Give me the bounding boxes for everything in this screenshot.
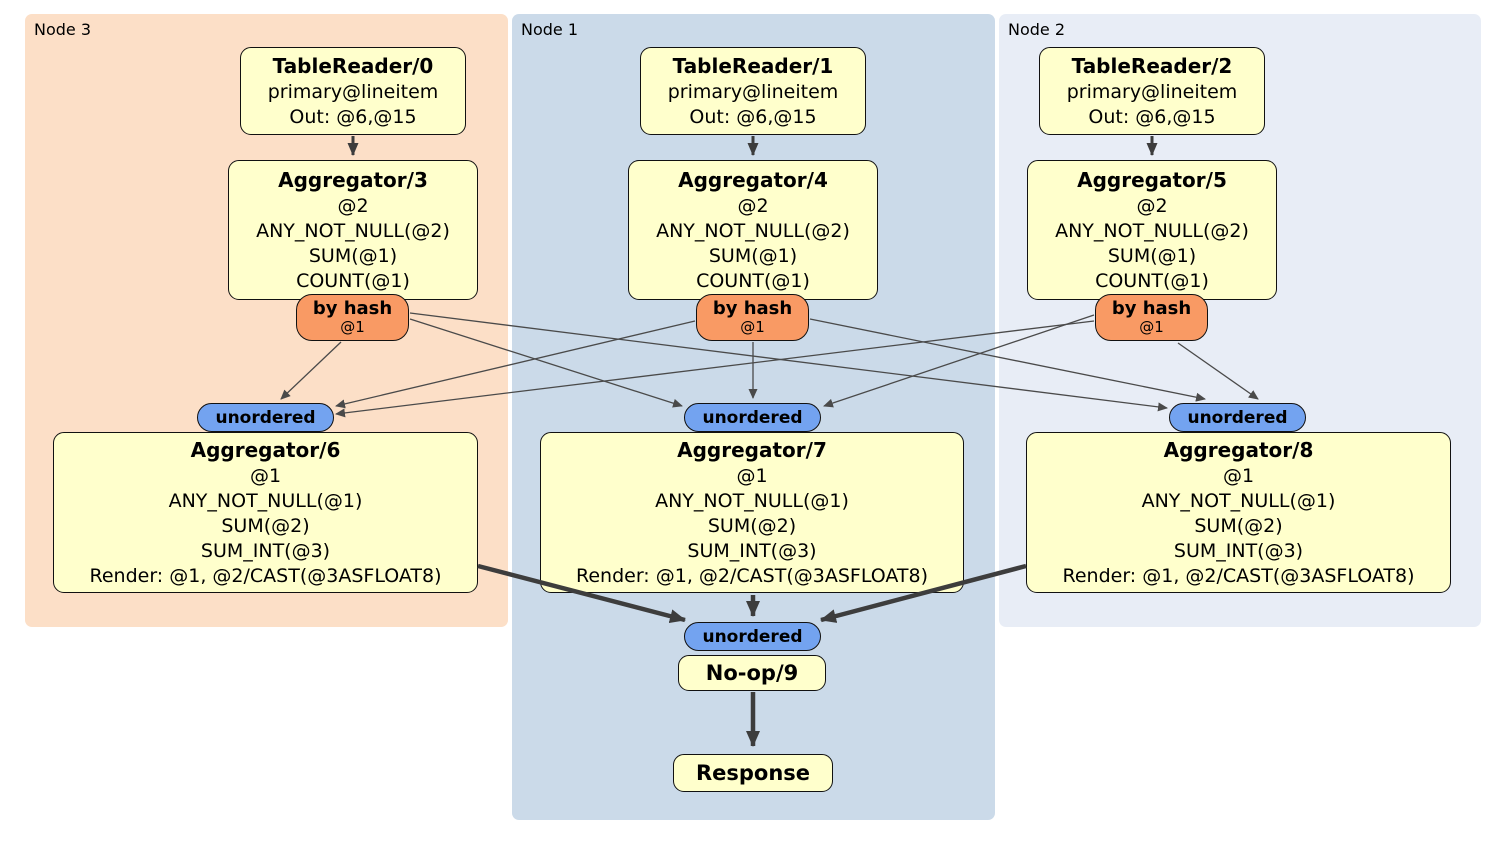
- processor-detail: SUM_INT(@3): [200, 539, 331, 562]
- processor-detail: COUNT(@1): [696, 269, 810, 292]
- processor-tablereader-0: TableReader/0 primary@lineitem Out: @6,@…: [240, 47, 466, 135]
- processor-title: Aggregator/4: [678, 167, 828, 192]
- processor-aggregator-7: Aggregator/7 @1 ANY_NOT_NULL(@1) SUM(@2)…: [540, 432, 964, 593]
- processor-aggregator-5: Aggregator/5 @2 ANY_NOT_NULL(@2) SUM(@1)…: [1027, 160, 1277, 300]
- processor-detail: @2: [337, 194, 369, 217]
- processor-title: Aggregator/8: [1163, 437, 1314, 462]
- processor-detail: ANY_NOT_NULL(@1): [655, 489, 849, 512]
- processor-detail: Render: @1, @2/CAST(@3ASFLOAT8): [576, 564, 928, 587]
- processor-aggregator-4: Aggregator/4 @2 ANY_NOT_NULL(@2) SUM(@1)…: [628, 160, 878, 300]
- processor-detail: ANY_NOT_NULL(@1): [168, 489, 363, 512]
- processor-title: Aggregator/6: [190, 437, 341, 462]
- processor-detail: COUNT(@1): [1095, 269, 1209, 292]
- processor-detail: SUM(@1): [1107, 244, 1197, 267]
- processor-detail: Out: @6,@15: [289, 105, 417, 128]
- region-label-node-1: Node 1: [521, 20, 579, 39]
- processor-title: Aggregator/5: [1077, 167, 1227, 192]
- processor-title: TableReader/2: [1071, 53, 1233, 78]
- sync-unordered-middle: unordered: [684, 403, 821, 432]
- router-label: by hash: [712, 298, 793, 319]
- processor-detail: SUM(@1): [308, 244, 398, 267]
- processor-detail: @2: [1136, 194, 1168, 217]
- router-by-hash-3: by hash @1: [296, 294, 409, 341]
- processor-detail: SUM(@2): [707, 514, 797, 537]
- sync-unordered-left: unordered: [197, 403, 334, 432]
- processor-title: Aggregator/7: [677, 437, 827, 462]
- processor-detail: @1: [249, 464, 282, 487]
- processor-detail: @2: [737, 194, 769, 217]
- processor-title: Response: [695, 760, 811, 785]
- processor-detail: Render: @1, @2/CAST(@3ASFLOAT8): [89, 564, 442, 587]
- processor-detail: Out: @6,@15: [689, 105, 817, 128]
- region-label-node-2: Node 2: [1008, 20, 1066, 39]
- processor-response: Response: [673, 754, 833, 792]
- router-by-hash-5: by hash @1: [1095, 294, 1208, 341]
- processor-detail: SUM_INT(@3): [687, 539, 817, 562]
- router-label: by hash: [1111, 298, 1192, 319]
- processor-detail: SUM_INT(@3): [1173, 539, 1304, 562]
- processor-title: TableReader/1: [672, 53, 834, 78]
- processor-detail: ANY_NOT_NULL(@1): [1141, 489, 1336, 512]
- router-detail: @1: [340, 318, 365, 336]
- processor-title: TableReader/0: [272, 53, 434, 78]
- router-label: by hash: [312, 298, 393, 319]
- sync-unordered-right: unordered: [1169, 403, 1306, 432]
- processor-aggregator-3: Aggregator/3 @2 ANY_NOT_NULL(@2) SUM(@1)…: [228, 160, 478, 300]
- processor-detail: SUM(@2): [221, 514, 310, 537]
- processor-detail: SUM(@2): [1194, 514, 1283, 537]
- processor-detail: primary@lineitem: [1066, 80, 1238, 103]
- sync-unordered-final: unordered: [684, 622, 821, 651]
- region-label-node-3: Node 3: [34, 20, 92, 39]
- processor-detail: SUM(@1): [708, 244, 798, 267]
- router-by-hash-4: by hash @1: [696, 294, 809, 341]
- processor-detail: ANY_NOT_NULL(@2): [656, 219, 850, 242]
- processor-detail: Out: @6,@15: [1088, 105, 1216, 128]
- processor-aggregator-8: Aggregator/8 @1 ANY_NOT_NULL(@1) SUM(@2)…: [1026, 432, 1451, 593]
- processor-title: Aggregator/3: [278, 167, 428, 192]
- processor-detail: Render: @1, @2/CAST(@3ASFLOAT8): [1062, 564, 1415, 587]
- processor-detail: @1: [736, 464, 768, 487]
- processor-noop-9: No-op/9: [678, 655, 826, 691]
- processor-detail: @1: [1222, 464, 1255, 487]
- processor-title: No-op/9: [705, 660, 799, 685]
- processor-tablereader-2: TableReader/2 primary@lineitem Out: @6,@…: [1039, 47, 1265, 135]
- router-detail: @1: [1139, 318, 1164, 336]
- router-detail: @1: [740, 318, 765, 336]
- processor-tablereader-1: TableReader/1 primary@lineitem Out: @6,@…: [640, 47, 866, 135]
- processor-detail: COUNT(@1): [296, 269, 410, 292]
- processor-detail: primary@lineitem: [267, 80, 439, 103]
- processor-aggregator-6: Aggregator/6 @1 ANY_NOT_NULL(@1) SUM(@2)…: [53, 432, 478, 593]
- processor-detail: ANY_NOT_NULL(@2): [1055, 219, 1249, 242]
- processor-detail: ANY_NOT_NULL(@2): [256, 219, 450, 242]
- processor-detail: primary@lineitem: [667, 80, 839, 103]
